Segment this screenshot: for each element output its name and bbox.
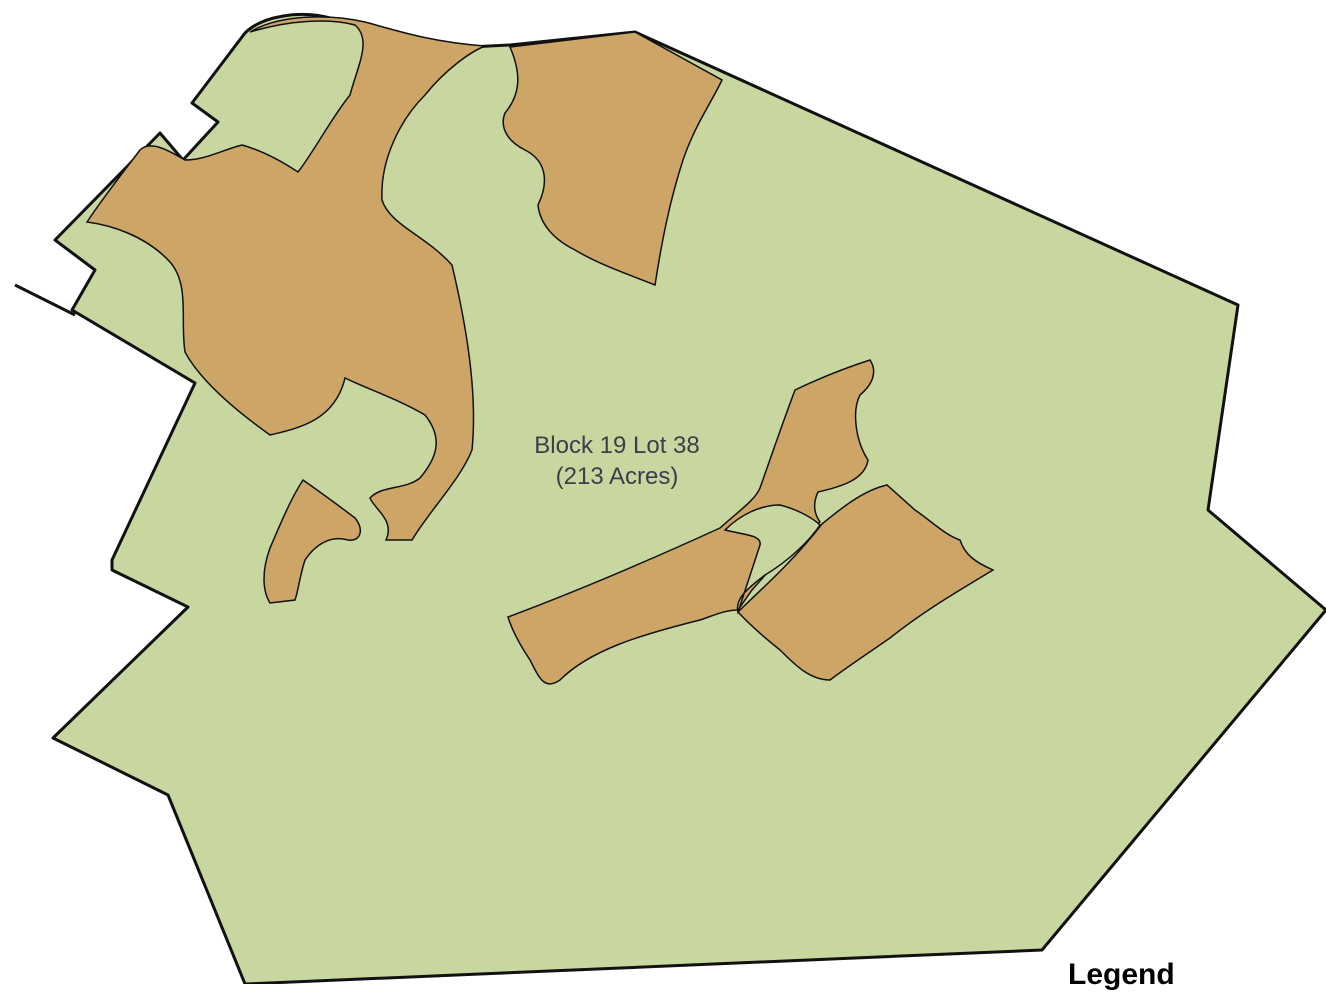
parcel-label: Block 19 Lot 38 (213 Acres) (534, 430, 699, 492)
cleared-area-central-strip (507, 359, 875, 685)
cleared-area-north (502, 31, 723, 287)
parcel-label-line2: (213 Acres) (555, 463, 679, 490)
cleared-area-southeast (736, 484, 995, 681)
boundary-stub-line (14, 283, 76, 317)
cleared-area-southwest (263, 478, 362, 604)
parcel-inset (723, 504, 821, 615)
cleared-area-northwest (85, 16, 486, 541)
legend-title: Legend (1068, 958, 1175, 991)
parcel-label-line1: Block 19 Lot 38 (534, 432, 700, 459)
